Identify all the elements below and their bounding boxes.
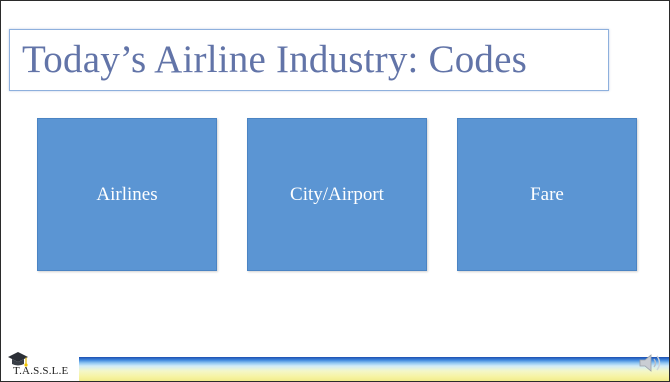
airlines-card-label: Airlines [96, 183, 158, 205]
fare-card[interactable]: Fare [457, 118, 637, 271]
tassle-logo: T.A.S.S.L.E [5, 351, 83, 381]
speaker-icon[interactable] [637, 351, 663, 375]
airlines-card[interactable]: Airlines [37, 118, 217, 271]
city-airport-card[interactable]: City/Airport [247, 118, 427, 271]
slide-title: Today’s Airline Industry: Codes [22, 38, 528, 81]
footer-gradient-bar [79, 357, 669, 381]
graduation-cap-icon [8, 352, 28, 367]
logo-text: T.A.S.S.L.E [13, 365, 69, 377]
city-airport-card-label: City/Airport [290, 183, 384, 205]
slide-title-box: Today’s Airline Industry: Codes [9, 29, 609, 91]
fare-card-label: Fare [530, 183, 564, 205]
